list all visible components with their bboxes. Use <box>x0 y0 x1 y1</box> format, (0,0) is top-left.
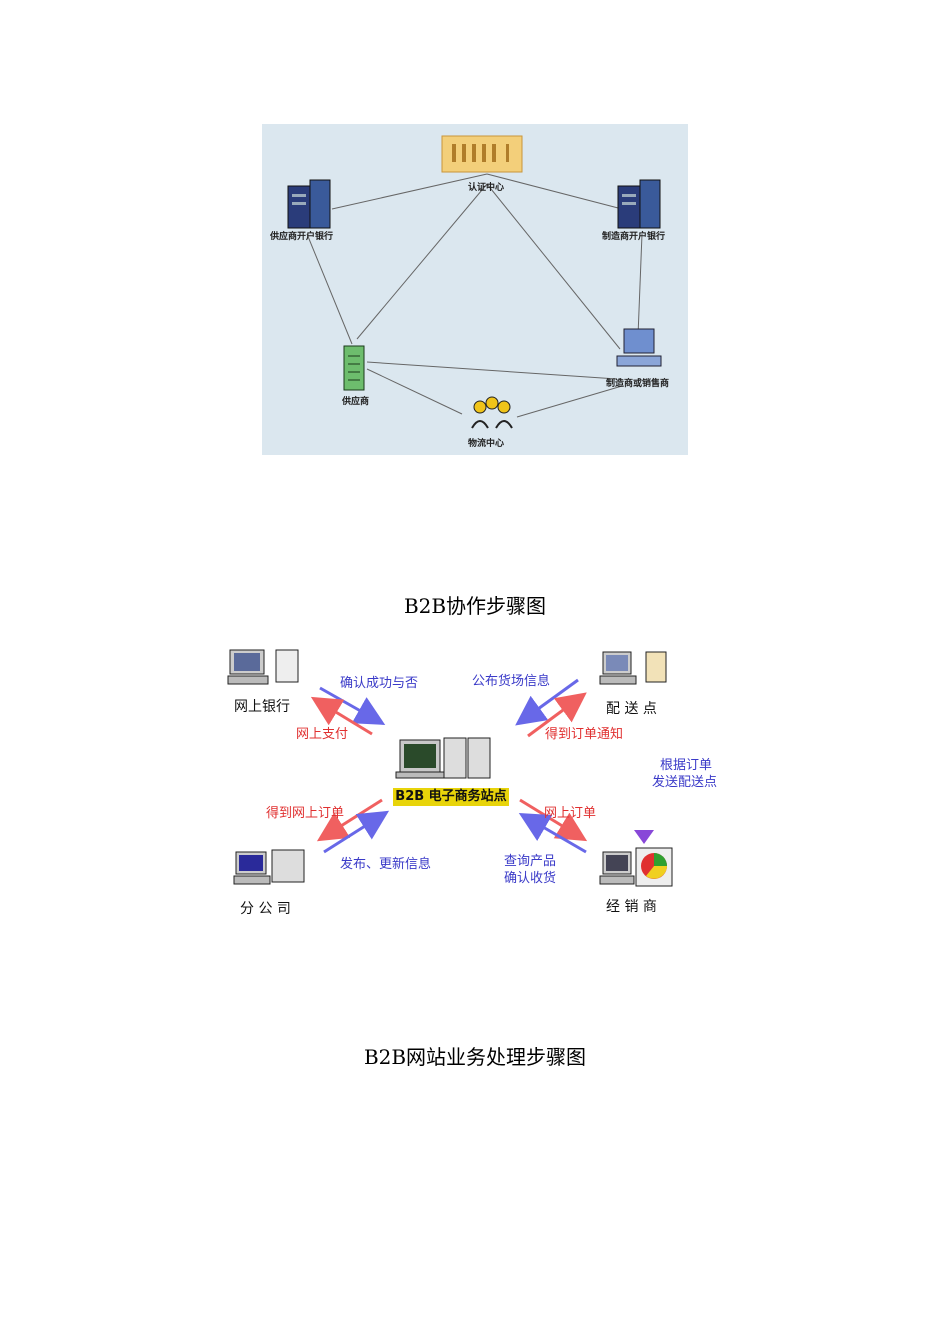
diagram-connections <box>287 135 662 429</box>
branch-computer-icon <box>233 849 305 885</box>
node-logistics: 物流中心 <box>468 439 505 449</box>
dealer-computer-icon <box>599 847 673 887</box>
label-by-order-2: 发送配送点 <box>652 775 718 790</box>
caption-process: B2B网站业务处理步骤图 <box>363 1045 587 1069</box>
label-by-order-1: 根据订单 <box>660 758 713 773</box>
node-delivery: 配 送 点 <box>606 701 657 717</box>
process-arrows <box>227 649 673 887</box>
maker-bank-server-icon <box>617 179 661 229</box>
label-get-order: 得到网上订单 <box>266 806 345 821</box>
node-bank: 网上银行 <box>234 699 290 715</box>
collaboration-diagram: 认证中心 供应商开户银行 制造商开户银行 供应商 制造商或销售商 物流中心 <box>262 124 688 455</box>
label-query-2: 确认收货 <box>504 871 557 886</box>
supplier-bank-server-icon <box>287 179 331 229</box>
label-release: 发布、更新信息 <box>340 857 432 872</box>
node-branch: 分 公 司 <box>240 901 291 917</box>
caption-collaboration: B2B协作步骤图 <box>403 594 547 618</box>
maker-computer-icon <box>616 328 662 367</box>
cert-center-icon <box>441 135 523 173</box>
node-maker: 制造商或销售商 <box>606 379 670 389</box>
bank-computer-icon <box>227 649 299 685</box>
label-order-notice: 得到订单通知 <box>545 727 624 742</box>
node-maker-bank: 制造商开户银行 <box>602 232 666 242</box>
logistics-people-icon <box>471 396 513 429</box>
node-cert-center: 认证中心 <box>468 183 505 193</box>
business-process-diagram: 网上银行 配 送 点 分 公 司 经 销 商 确认成功与否 网上支付 公布货场信… <box>0 640 950 930</box>
label-confirm: 确认成功与否 <box>340 676 419 691</box>
node-supplier-bank: 供应商开户银行 <box>270 232 334 242</box>
node-dealer: 经 销 商 <box>606 899 657 915</box>
label-pay: 网上支付 <box>296 727 349 742</box>
center-server-icon <box>395 737 491 779</box>
delivery-computer-icon <box>599 651 667 685</box>
label-online-order: 网上订单 <box>544 806 597 821</box>
node-center: B2B 电子商务站点 <box>393 788 509 806</box>
supplier-icon <box>343 345 365 391</box>
label-query-1: 查询产品 <box>504 854 557 869</box>
label-publish-goods: 公布货场信息 <box>472 674 551 689</box>
node-supplier: 供应商 <box>342 397 370 407</box>
